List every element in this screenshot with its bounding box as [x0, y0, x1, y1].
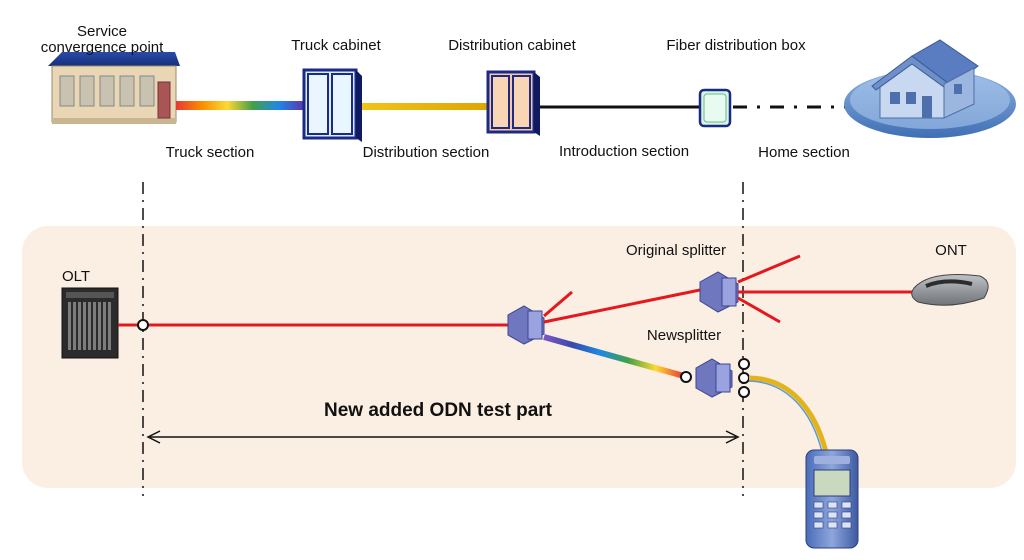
new-splitter-port-1	[738, 358, 750, 370]
first-splitter-icon	[507, 305, 545, 345]
original-splitter-out-down	[737, 296, 781, 324]
original-splitter-icon	[699, 271, 739, 313]
new-splitter-icon	[695, 358, 733, 398]
truck-section-label: Truck section	[166, 144, 255, 161]
new-splitter-port-2	[738, 372, 750, 384]
first-splitter-branch-up	[543, 290, 573, 318]
olt-test-point	[137, 319, 149, 331]
truck-cabinet-label: Truck cabinet	[291, 37, 381, 54]
odn-test-panel	[22, 226, 1016, 488]
new-splitter-input-point	[680, 371, 692, 383]
service-point-label-line1: Service	[77, 23, 127, 40]
test-part-label: New added ODN test part	[324, 400, 553, 421]
fiber-distribution-box-icon	[698, 88, 732, 128]
olt-label: OLT	[62, 268, 90, 285]
original-splitter-out-up	[737, 254, 801, 284]
distribution-section-label: Distribution section	[363, 144, 490, 161]
test-part-arrow	[146, 430, 740, 444]
first-splitter-to-original	[543, 288, 701, 324]
introduction-section-label: Introduction section	[559, 143, 689, 160]
home-section-label: Home section	[758, 144, 850, 161]
fiber-distribution-box-label: Fiber distribution box	[666, 37, 806, 54]
service-convergence-building-icon	[48, 52, 180, 124]
distribution-cabinet-icon	[486, 70, 540, 136]
truck-section-cable	[176, 101, 304, 110]
distribution-section-cable	[362, 103, 488, 110]
new-splitter-label: Newsplitter	[647, 327, 721, 344]
first-splitter-to-new-cable	[543, 334, 685, 379]
distribution-cabinet-label: Distribution cabinet	[448, 37, 576, 54]
truck-cabinet-icon	[302, 68, 362, 142]
ont-label: ONT	[935, 242, 967, 259]
olt-device-icon	[61, 287, 119, 359]
house-icon	[844, 39, 1016, 138]
test-cable	[748, 375, 829, 453]
new-splitter-port-3	[738, 386, 750, 398]
power-meter-icon	[805, 449, 859, 549]
original-splitter-label: Original splitter	[626, 242, 726, 259]
ont-device-icon	[911, 274, 989, 306]
service-point-label-line2: convergence point	[41, 39, 164, 56]
